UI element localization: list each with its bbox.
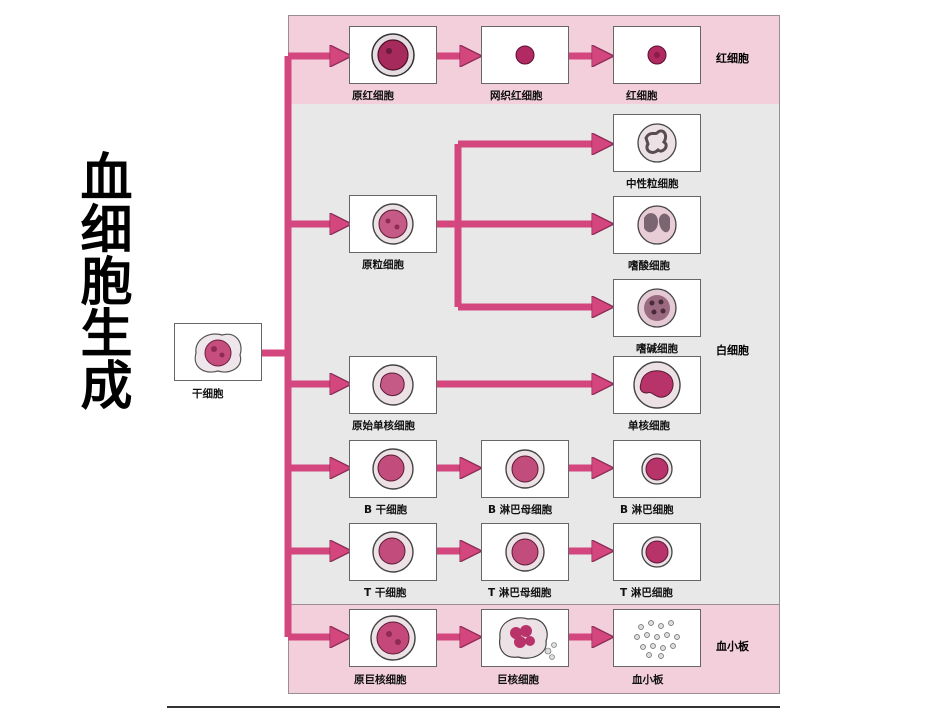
label-reticulocyte: 网织红细胞 bbox=[490, 90, 543, 102]
b-lymphoblast-icon bbox=[505, 449, 545, 489]
label-basophil: 嗜碱细胞 bbox=[636, 343, 678, 355]
platelets-icon bbox=[634, 620, 680, 659]
label-promegakaryocyte: 原巨核细胞 bbox=[354, 674, 407, 686]
page-title: 血细胞生成 bbox=[71, 150, 131, 410]
label-megakaryocyte: 巨核细胞 bbox=[497, 674, 539, 686]
megakaryocyte-icon bbox=[499, 617, 557, 660]
label-eosinophil: 嗜酸细胞 bbox=[628, 260, 670, 272]
cell-box-t-lymphoblast bbox=[481, 523, 569, 581]
label-b-lymphocyte: B 淋巴细胞 bbox=[620, 504, 674, 516]
cell-box-b-stem bbox=[349, 440, 437, 498]
cell-box-stem bbox=[174, 323, 262, 381]
group-label-erythrocyte: 红细胞 bbox=[716, 52, 749, 65]
label-t-stem: T 干细胞 bbox=[364, 587, 407, 599]
eosinophil-icon bbox=[637, 205, 677, 245]
cell-box-proerythroblast bbox=[349, 26, 437, 84]
label-monocyte: 单核细胞 bbox=[628, 420, 670, 432]
cell-box-t-stem bbox=[349, 523, 437, 581]
basophil-icon bbox=[637, 288, 677, 328]
myeloblast-icon bbox=[372, 203, 414, 245]
cell-box-myeloblast bbox=[349, 195, 437, 253]
label-t-lymphocyte: T 淋巴细胞 bbox=[620, 587, 673, 599]
promegakaryocyte-icon bbox=[370, 615, 416, 661]
group-label-platelet: 血小板 bbox=[716, 640, 749, 653]
t-stem-cell-icon bbox=[372, 531, 414, 573]
label-proerythroblast: 原红细胞 bbox=[352, 90, 394, 102]
label-erythrocyte: 红细胞 bbox=[626, 90, 658, 102]
b-stem-cell-icon bbox=[372, 448, 414, 490]
cell-box-b-lymphocyte bbox=[613, 440, 701, 498]
monoblast-icon bbox=[372, 364, 414, 406]
cell-box-neutrophil bbox=[613, 114, 701, 172]
cell-box-b-lymphoblast bbox=[481, 440, 569, 498]
label-myeloblast: 原粒细胞 bbox=[362, 259, 404, 271]
monocyte-icon bbox=[633, 361, 681, 409]
erythrocyte-icon bbox=[647, 45, 667, 65]
proerythroblast-icon bbox=[371, 33, 415, 77]
label-b-stem: B 干细胞 bbox=[364, 504, 408, 516]
cell-box-eosinophil bbox=[613, 196, 701, 254]
cell-box-promegakaryocyte bbox=[349, 609, 437, 667]
cell-box-erythrocyte bbox=[613, 26, 701, 84]
label-neutrophil: 中性粒细胞 bbox=[626, 178, 679, 190]
bottom-divider bbox=[167, 706, 780, 708]
label-b-lymphoblast: B 淋巴母细胞 bbox=[488, 504, 553, 516]
neutrophil-icon bbox=[637, 123, 677, 163]
t-lymphocyte-icon bbox=[641, 536, 673, 568]
cell-box-megakaryocyte bbox=[481, 609, 569, 667]
label-monoblast: 原始单核细胞 bbox=[352, 420, 415, 432]
leukocyte-panel bbox=[288, 104, 780, 604]
label-platelet: 血小板 bbox=[632, 674, 664, 686]
cell-box-monocyte bbox=[613, 356, 701, 414]
reticulocyte-icon bbox=[515, 45, 535, 65]
t-lymphoblast-icon bbox=[505, 532, 545, 572]
group-label-leukocyte: 白细胞 bbox=[716, 344, 749, 357]
cell-box-basophil bbox=[613, 279, 701, 337]
label-stem: 干细胞 bbox=[192, 388, 224, 400]
cell-box-platelet bbox=[613, 609, 701, 667]
b-lymphocyte-icon bbox=[641, 453, 673, 485]
cell-box-t-lymphocyte bbox=[613, 523, 701, 581]
cell-box-monoblast bbox=[349, 356, 437, 414]
label-t-lymphoblast: T 淋巴母细胞 bbox=[488, 587, 552, 599]
stem-cell-icon bbox=[194, 333, 242, 373]
cell-box-reticulocyte bbox=[481, 26, 569, 84]
